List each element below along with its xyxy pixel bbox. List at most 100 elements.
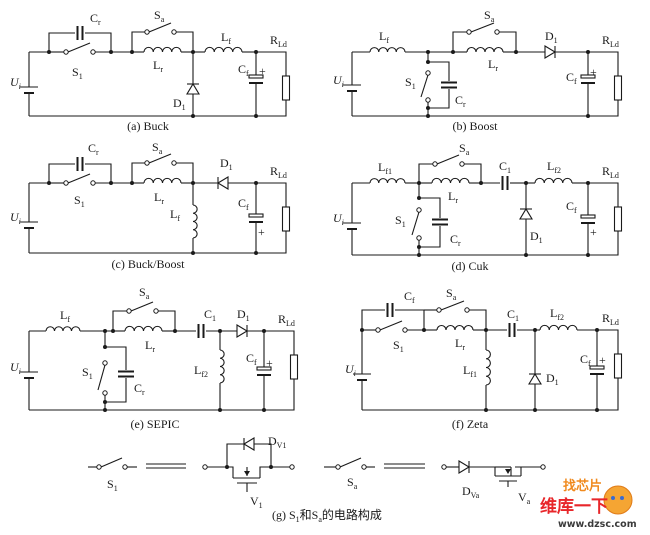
inductor-icon: [204, 46, 243, 53]
inductor-icon: [369, 47, 406, 53]
label-s1: S1: [107, 477, 118, 493]
switch-icon: [126, 301, 159, 314]
label-rld: RLd: [270, 33, 287, 49]
junction-dot: [254, 50, 258, 54]
capacitor-icon: [508, 323, 516, 337]
inductor-icon: [219, 349, 225, 384]
label-s1: S1: [395, 213, 406, 229]
label-rld: RLd: [278, 312, 295, 328]
capacitor-icon: [386, 303, 394, 317]
label-cf: Cf: [566, 70, 577, 86]
junction-dot: [103, 400, 107, 404]
polarity-plus: +: [258, 225, 265, 239]
wire: [419, 226, 441, 248]
wire: [419, 197, 441, 218]
label-c1: C1: [204, 307, 216, 323]
wire: [428, 61, 450, 81]
wire: [112, 310, 127, 331]
label-sa: Sa: [154, 8, 165, 24]
panel-caption: (e) SEPIC: [131, 417, 180, 431]
wire: [176, 31, 194, 52]
label-v1: V1: [250, 494, 263, 510]
wire: [105, 346, 127, 370]
junction-dot: [254, 181, 258, 185]
wire: [256, 231, 287, 254]
wire: [158, 310, 176, 331]
label-lr: Lr: [488, 57, 498, 73]
inductor-icon: [45, 326, 81, 332]
mosfet-icon: [227, 466, 271, 492]
polarity-plus: +: [590, 225, 597, 239]
switch-icon: [335, 457, 367, 470]
battery-icon: [20, 221, 38, 229]
switch-icon: [420, 70, 431, 103]
label-d1: D1: [546, 371, 559, 387]
label-rld: RLd: [602, 33, 619, 49]
inductor-icon: [124, 325, 163, 332]
junction-dot: [586, 253, 590, 257]
label-cr: Cr: [90, 11, 101, 27]
label-cr: Cr: [134, 381, 145, 397]
wire: [428, 89, 450, 109]
label-sa: Sa: [139, 285, 150, 301]
capacitor-icon: [118, 370, 134, 378]
label-lf2: Lf2: [547, 159, 561, 175]
switch-icon: [411, 207, 422, 241]
polarity-plus: +: [259, 64, 266, 78]
panel-caption: (d) Cuk: [452, 259, 489, 273]
watermark-url: www.dzsc.com: [558, 519, 637, 530]
wire: [395, 309, 425, 330]
capacitor-icon: [441, 81, 457, 89]
diode-icon: [519, 207, 533, 220]
label-dv1: DV1: [268, 434, 286, 450]
label-s1: S1: [393, 338, 404, 354]
mosfet-icon: [495, 466, 522, 487]
label-rld: RLd: [602, 164, 619, 180]
label-c1: C1: [507, 307, 519, 323]
capacitor-icon: [432, 218, 448, 226]
label-lf1: Lf1: [463, 363, 477, 379]
wire: [361, 309, 385, 330]
junction-dot: [586, 50, 590, 54]
label-lr: Lr: [455, 336, 465, 352]
wire: [588, 100, 619, 117]
switch-icon: [436, 300, 470, 313]
wire: [256, 182, 287, 207]
label-lf: Lf: [379, 29, 389, 45]
inductor-icon: [436, 324, 474, 331]
label-s1: S1: [74, 193, 85, 209]
battery-icon: [343, 222, 361, 230]
switch-icon: [144, 22, 177, 35]
junction-dot: [262, 408, 266, 412]
panel-caption: (c) Buck/Boost: [112, 257, 186, 271]
label-lf: Lf: [170, 207, 180, 223]
wire: [256, 100, 287, 117]
label-ui: Ui: [10, 75, 21, 91]
wire: [85, 32, 112, 52]
junction-dot: [595, 408, 599, 412]
label-sa: Sa: [484, 8, 495, 24]
label-lf: Lf: [60, 308, 70, 324]
label-lr: Lr: [145, 338, 155, 354]
wire: [499, 31, 517, 52]
label-lr: Lr: [448, 189, 458, 205]
label-ui: Ui: [333, 73, 344, 89]
junction-dot: [426, 106, 430, 110]
junction-dot: [595, 328, 599, 332]
wire: [464, 163, 482, 183]
resistor-icon: [281, 75, 291, 101]
electrolytic-capacitor-icon: [248, 213, 264, 223]
inductor-icon: [143, 46, 182, 53]
label-ui: Ui: [345, 362, 356, 378]
inductor-icon: [192, 204, 198, 239]
junction-dot: [417, 245, 421, 249]
label-sa: Sa: [347, 475, 358, 491]
inductor-icon: [466, 46, 504, 53]
label-lf2: Lf2: [550, 306, 564, 322]
wire: [254, 443, 272, 467]
